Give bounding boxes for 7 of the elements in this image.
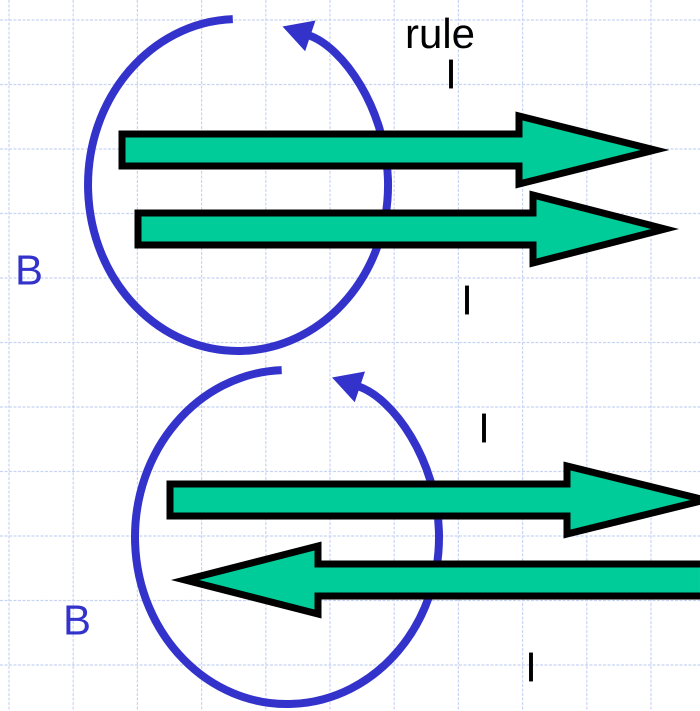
current-label: I: [529, 652, 533, 682]
current-label: I: [449, 60, 453, 88]
current-label: I: [465, 286, 469, 314]
field-label: B: [66, 606, 89, 634]
field-label: B: [18, 256, 41, 284]
current-label: I: [482, 414, 486, 442]
rule-text: rule: [408, 18, 474, 48]
